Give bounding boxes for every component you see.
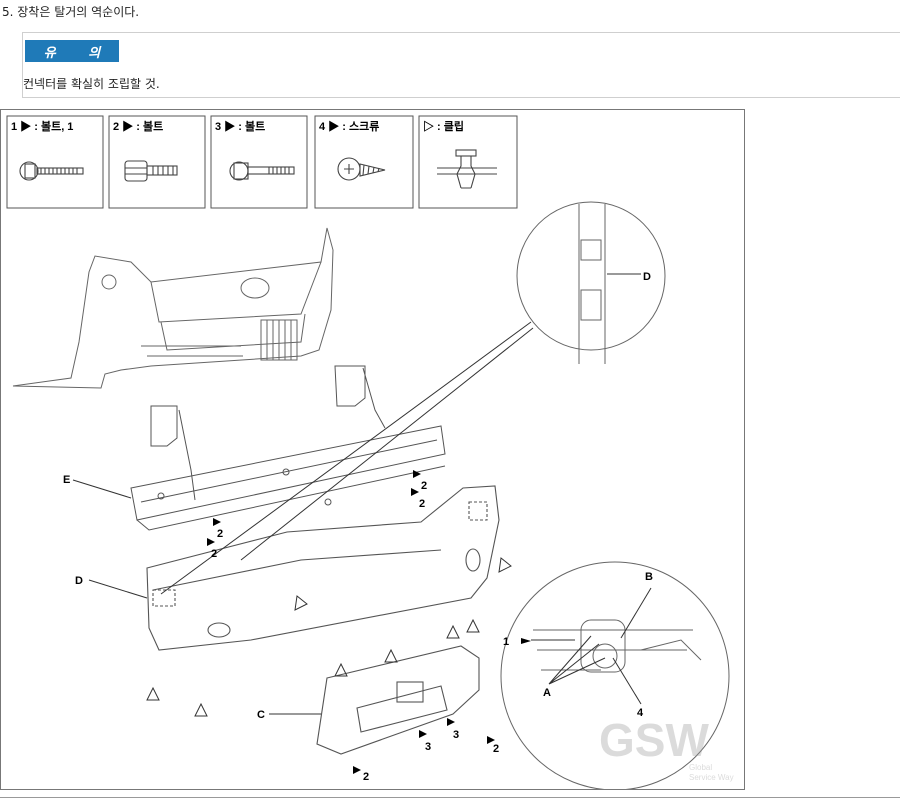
watermark-sub1: Global — [689, 763, 712, 772]
grille-assembly — [12, 227, 334, 389]
callout-D: D — [75, 575, 83, 587]
legend-box-5 — [418, 115, 518, 209]
diagram-canvas: 1 ▶ : 볼트, 1 2 ▶ : 볼트 3 ▶ : 볼트 4 ▶ : 스크류 … — [6, 115, 734, 789]
detail-circle-bottom — [500, 561, 730, 789]
bolt-hex-icon — [124, 160, 178, 182]
callout-A: A — [543, 687, 551, 699]
legend-label-2: 2 ▶ : 볼트 — [113, 120, 163, 133]
callout-2e: 2 — [493, 743, 499, 755]
legend-box-4 — [314, 115, 414, 209]
bumper-reinforcement — [130, 365, 446, 531]
bumper-installation-diagram: 1 ▶ : 볼트, 1 2 ▶ : 볼트 3 ▶ : 볼트 4 ▶ : 스크류 … — [0, 109, 745, 790]
callout-3b: 3 — [453, 729, 459, 741]
legend-label-3: 3 ▶ : 볼트 — [215, 120, 265, 133]
callout-2f: 2 — [363, 771, 369, 783]
watermark-sub2: Service Way — [689, 773, 734, 782]
bumper-cover — [146, 485, 500, 651]
callout-4: 4 — [637, 707, 644, 719]
callout-2a: 2 — [421, 480, 427, 492]
caution-badge: 유 의 — [25, 40, 119, 62]
clip-icon — [437, 149, 497, 189]
legend-label-1: 1 ▶ : 볼트, 1 — [11, 120, 73, 133]
callout-C: C — [257, 709, 265, 721]
legend-label-5: ▷ : 클립 — [423, 120, 464, 133]
screw-icon — [337, 157, 386, 181]
legend-label-4: 4 ▶ : 스크류 — [319, 120, 379, 133]
callout-2d: 2 — [211, 548, 217, 560]
callout-1: 1 — [503, 636, 509, 648]
detail-circle-top — [516, 201, 666, 364]
legend-box-3 — [210, 115, 308, 209]
step-instruction: 5. 장착은 탈거의 역순이다. — [2, 5, 140, 19]
lower-guard — [316, 645, 480, 755]
callout-2b: 2 — [419, 498, 425, 510]
callout-3a: 3 — [425, 741, 431, 753]
caution-text: 컨넥터를 확실히 조립할 것. — [23, 77, 160, 91]
callout-2c: 2 — [217, 528, 223, 540]
callout-D-detail: D — [643, 271, 651, 283]
caution-box: 유 의 컨넥터를 확실히 조립할 것. — [22, 32, 900, 98]
bottom-divider — [0, 797, 900, 798]
clip-markers — [146, 557, 512, 717]
bolt-arrows — [207, 470, 531, 774]
legend-box-2 — [108, 115, 206, 209]
legend-box-1 — [6, 115, 104, 209]
callout-E: E — [63, 474, 70, 486]
legend — [6, 115, 518, 209]
leader-lines — [72, 273, 652, 715]
bolt-washer-icon — [229, 161, 295, 181]
gsw-watermark: GSW Global Service Way — [599, 714, 734, 782]
callout-B: B — [645, 571, 653, 583]
bolt-flange-icon — [19, 161, 84, 181]
watermark-logo: GSW — [599, 714, 709, 766]
